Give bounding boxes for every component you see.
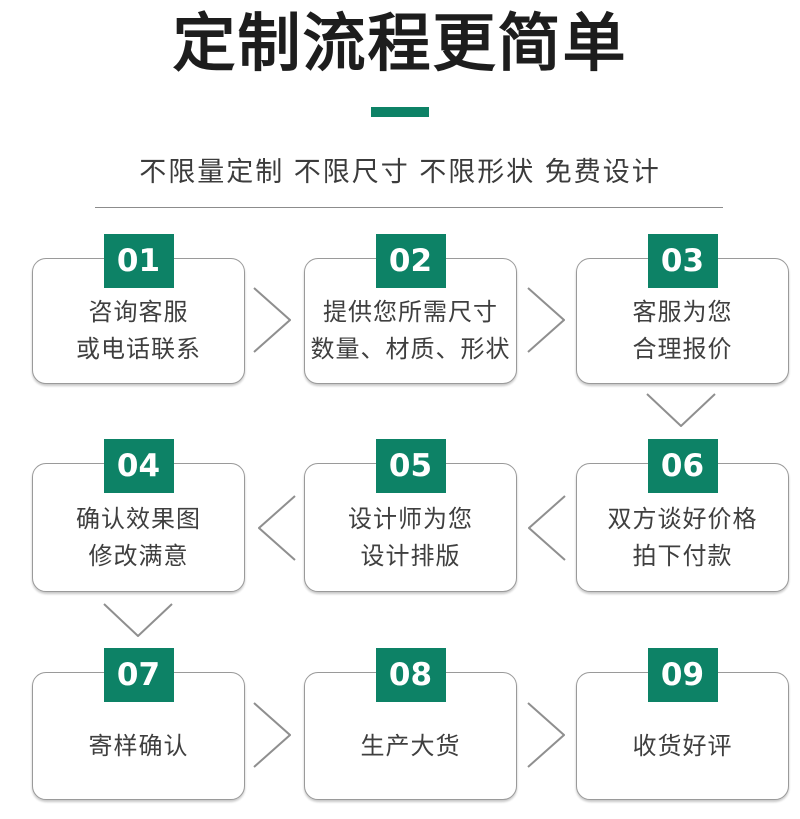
arrow-right-icon (253, 287, 291, 353)
step-card: 03 客服为您合理报价 (576, 234, 789, 384)
step-card: 06 双方谈好价格拍下付款 (576, 439, 789, 592)
step-card: 04 确认效果图修改满意 (32, 439, 245, 592)
step-number-badge: 04 (103, 439, 174, 493)
arrow-right-icon (527, 702, 565, 768)
step-description: 收货好评 (632, 732, 733, 760)
step-number-badge: 03 (647, 234, 718, 288)
step-card: 07 寄样确认 (32, 648, 245, 800)
arrow-right-icon (527, 287, 565, 353)
step-card: 08 生产大货 (304, 648, 517, 800)
step-description: 客服为您合理报价 (632, 299, 733, 363)
step-number-badge: 01 (103, 234, 174, 288)
arrow-right-icon (253, 702, 291, 768)
step-description: 双方谈好价格拍下付款 (607, 505, 758, 570)
arrow-down-icon (646, 393, 716, 427)
arrow-left-icon (528, 495, 566, 561)
step-number-badge: 07 (103, 648, 174, 702)
step-description: 咨询客服或电话联系 (76, 299, 201, 363)
step-card: 02 提供您所需尺寸数量、材质、形状 (304, 234, 517, 384)
step-number-badge: 09 (647, 648, 718, 702)
step-description: 生产大货 (360, 732, 461, 760)
step-description: 确认效果图修改满意 (76, 505, 201, 570)
step-number-badge: 08 (375, 648, 446, 702)
title-divider (371, 107, 429, 117)
step-description: 提供您所需尺寸数量、材质、形状 (310, 299, 511, 363)
step-number-badge: 02 (375, 234, 446, 288)
subtitle: 不限量定制 不限尺寸 不限形状 免费设计 (139, 157, 661, 187)
step-number-badge: 06 (647, 439, 718, 493)
step-description: 寄样确认 (88, 732, 189, 760)
step-description: 设计师为您设计排版 (348, 505, 473, 570)
arrow-left-icon (258, 495, 296, 561)
arrow-down-icon (103, 603, 173, 637)
step-card: 05 设计师为您设计排版 (304, 439, 517, 592)
step-card: 09 收货好评 (576, 648, 789, 800)
horizontal-divider-line (95, 207, 723, 208)
step-number-badge: 05 (375, 439, 446, 493)
step-card: 01 咨询客服或电话联系 (32, 234, 245, 384)
page-title: 定制流程更简单 (172, 9, 628, 79)
